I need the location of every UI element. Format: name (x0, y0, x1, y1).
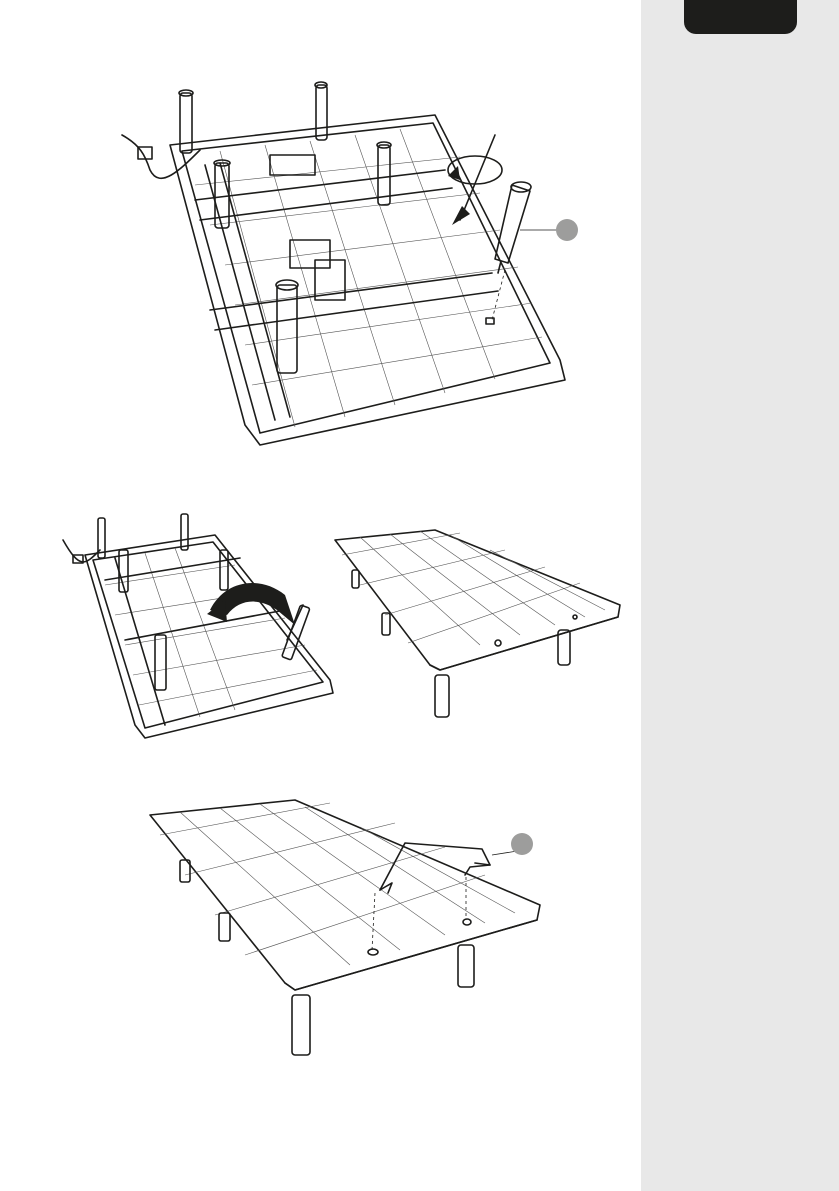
table-upright-icon (330, 525, 630, 725)
callout-marker-icon (510, 832, 534, 856)
figure-handle-install (145, 795, 555, 1065)
figure-flip-underside (55, 510, 340, 745)
figure-leg-install (100, 75, 600, 465)
leg-part-icon (490, 175, 610, 285)
section-tab-badge (684, 0, 797, 34)
flip-arrow-icon (205, 570, 300, 630)
page-sidebar (641, 0, 839, 1191)
callout-marker-icon (555, 218, 579, 242)
figure-flip-upright (330, 525, 630, 725)
